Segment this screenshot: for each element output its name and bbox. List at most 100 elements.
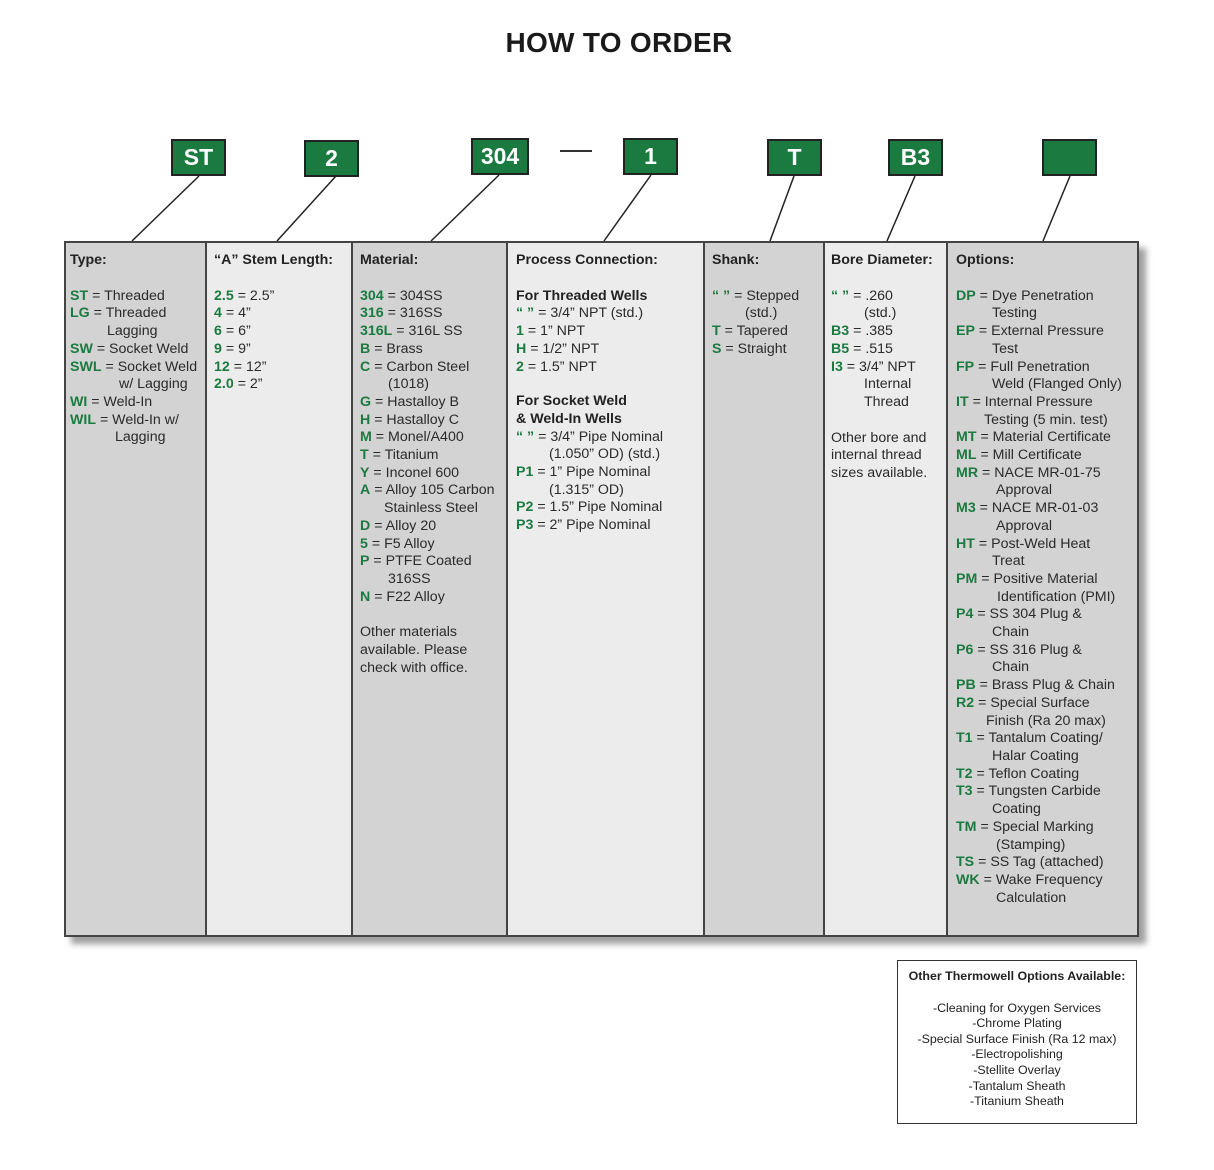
- option-entry: ML = Mill Certificate: [956, 447, 1133, 465]
- other-option-item: -Tantalum Sheath: [968, 1078, 1066, 1093]
- leader-line-bore: [886, 175, 916, 242]
- page-title: HOW TO ORDER: [505, 27, 733, 58]
- option-description: = 1” Pipe Nominal: [537, 464, 651, 481]
- option-entry: TM = Special Marking(Stamping): [956, 819, 1133, 854]
- option-entry: S = Straight: [712, 341, 819, 359]
- option-description: = 316L SS: [396, 323, 463, 340]
- column-note-line: Other materials: [360, 624, 457, 641]
- option-entry: P3 = 2” Pipe Nominal: [516, 517, 699, 535]
- option-code: P: [360, 553, 370, 570]
- option-description-continued: (1.050” OD) (std.): [549, 446, 661, 463]
- option-entry: N = F22 Alloy: [360, 589, 502, 607]
- option-description-continued: Chain: [992, 659, 1030, 676]
- other-options-list: -Cleaning for Oxygen Services-Chrome Pla…: [898, 1001, 1136, 1110]
- option-description: = Post-Weld Heat: [978, 535, 1091, 552]
- option-entry: T = Tapered: [712, 323, 819, 341]
- option-description: = Tantalum Coating/: [976, 730, 1103, 747]
- option-description: = 3/4” NPT (std.): [538, 305, 644, 322]
- option-code: Y: [360, 464, 370, 481]
- option-entry: “ ” = 3/4” NPT (std.): [516, 305, 699, 323]
- option-code: WK: [956, 871, 980, 888]
- option-description: = Tapered: [724, 323, 788, 340]
- option-description: = 304SS: [387, 287, 443, 304]
- option-entry: C = Carbon Steel(1018): [360, 359, 502, 394]
- option-entry: ST = Threaded: [70, 288, 201, 306]
- option-description: = 4”: [225, 305, 251, 322]
- option-description: = .260: [853, 287, 893, 304]
- column-heading: Bore Diameter:: [831, 252, 933, 268]
- option-description: = Material Certificate: [980, 429, 1111, 446]
- option-code: HT: [956, 535, 975, 552]
- option-description: = Special Marking: [980, 818, 1094, 835]
- option-code: P2: [516, 499, 534, 516]
- option-code: FP: [956, 358, 975, 375]
- option-code: P3: [516, 517, 534, 534]
- option-description-continued: Internal: [864, 376, 912, 393]
- option-description-continued: (1018): [388, 376, 430, 393]
- option-description: = Wake Frequency: [983, 871, 1103, 888]
- option-entry: H = Hastalloy C: [360, 412, 502, 430]
- column-process-connection: Process Connection:For Threaded Wells“ ”…: [508, 243, 705, 935]
- option-entry: 2 = 1.5” NPT: [516, 359, 699, 377]
- option-description: = 1/2” NPT: [530, 340, 600, 357]
- option-code: MR: [956, 464, 979, 481]
- option-entry: 2.0 = 2”: [214, 376, 347, 394]
- option-code: MT: [956, 429, 977, 446]
- option-code: IT: [956, 393, 969, 410]
- option-code: 12: [214, 358, 230, 375]
- option-code: WIL: [70, 411, 96, 428]
- option-entry: Y = Inconel 600: [360, 465, 502, 483]
- option-code: 5: [360, 535, 368, 552]
- option-description-continued: Stainless Steel: [384, 500, 478, 517]
- option-entry: “ ” = 3/4” Pipe Nominal(1.050” OD) (std.…: [516, 429, 699, 464]
- option-description-continued: Approval: [996, 482, 1052, 499]
- option-code: B5: [831, 340, 850, 357]
- option-entry: P6 = SS 316 Plug &Chain: [956, 642, 1133, 677]
- option-description: = 3/4” NPT: [846, 358, 916, 375]
- option-description-continued: Treat: [992, 553, 1025, 570]
- option-description-continued: Finish (Ra 20 max): [986, 712, 1106, 729]
- option-code: G: [360, 393, 372, 410]
- option-description-continued: 316SS: [388, 570, 431, 587]
- group-subheading: For Socket Weld: [516, 393, 627, 410]
- code-box-material: 304: [471, 138, 529, 175]
- option-code: T1: [956, 730, 973, 747]
- option-entry: 316L = 316L SS: [360, 323, 502, 341]
- option-entry: 12 = 12”: [214, 359, 347, 377]
- option-entry: P1 = 1” Pipe Nominal(1.315” OD): [516, 464, 699, 499]
- option-description: = F22 Alloy: [374, 588, 445, 605]
- option-code: TM: [956, 818, 977, 835]
- option-description: = 3/4” Pipe Nominal: [538, 428, 664, 445]
- option-description-continued: Test: [992, 340, 1019, 357]
- option-code: A: [360, 482, 371, 499]
- code-box-process-connection: 1: [623, 138, 678, 175]
- option-description: = Socket Weld: [96, 340, 189, 357]
- option-entry: 2.5 = 2.5”: [214, 288, 347, 306]
- option-description: = PTFE Coated: [373, 553, 472, 570]
- column-note-line: check with office.: [360, 659, 468, 676]
- option-description-continued: Chain: [992, 624, 1030, 641]
- option-code: D: [360, 517, 371, 534]
- separator-dash: [560, 150, 592, 152]
- option-description: = Internal Pressure: [972, 393, 1093, 410]
- option-description: = Dye Penetration: [979, 287, 1094, 304]
- option-description: = 9”: [225, 340, 251, 357]
- option-code: 1: [516, 323, 524, 340]
- option-description-continued: (std.): [745, 305, 778, 322]
- option-description: = Titanium: [372, 447, 439, 464]
- option-code: 6: [214, 323, 222, 340]
- column-note-line: Other bore and: [831, 429, 927, 446]
- option-description: = 1” NPT: [527, 323, 586, 340]
- option-code: T: [712, 323, 721, 340]
- option-code: T3: [956, 783, 973, 800]
- column-heading: Material:: [360, 252, 419, 268]
